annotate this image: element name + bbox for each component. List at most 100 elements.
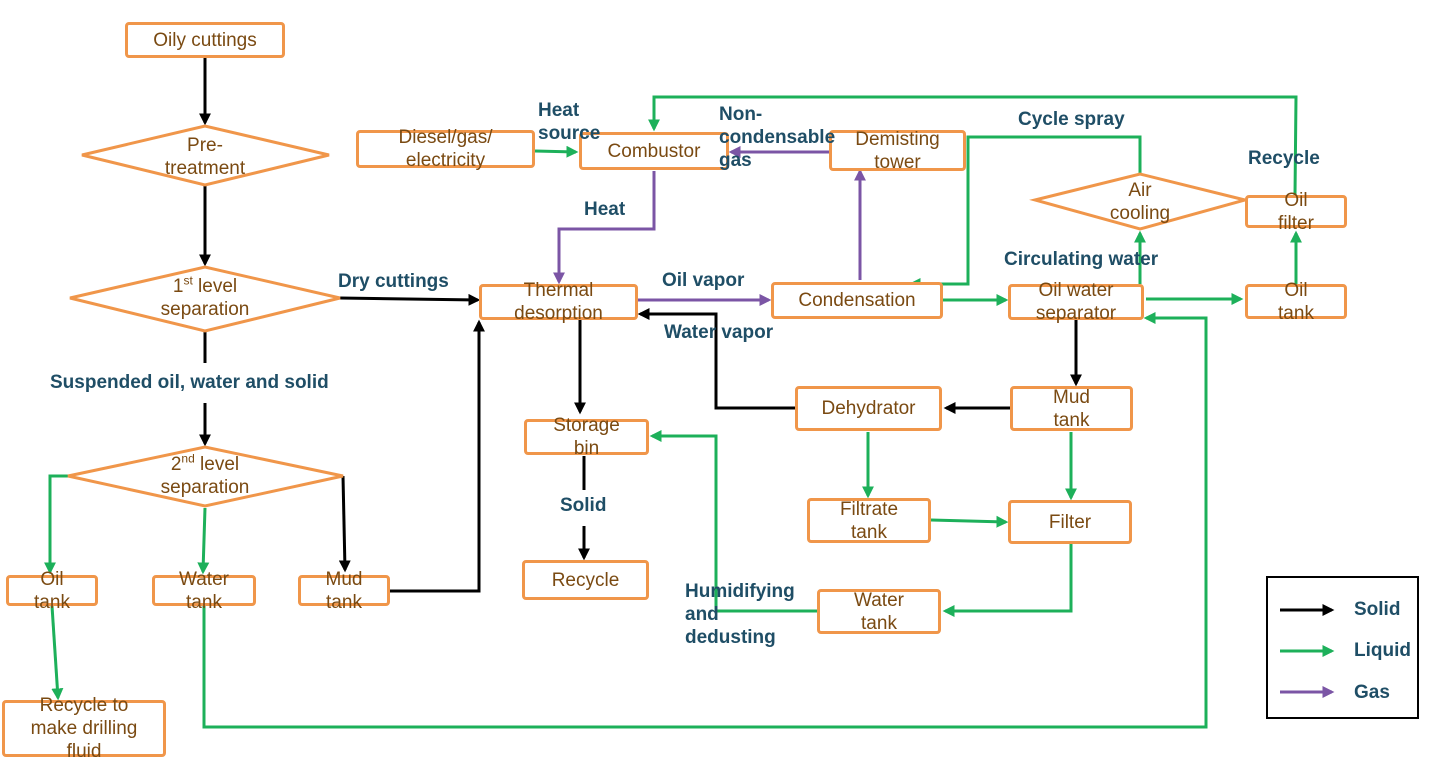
oil-tank-left-line1: Oil <box>40 568 64 590</box>
water-tank-right-line1: Water <box>854 589 904 611</box>
second-sep-num: 2 <box>170 454 182 475</box>
arrow-2nd-to-oiltank <box>44 474 76 575</box>
dehydrator-box: Dehydrator <box>795 386 942 431</box>
filtrate-line2: tank <box>851 521 887 543</box>
arrow-diesel-to-combustor <box>534 145 579 158</box>
diesel-line1: Diesel/gas/ <box>398 127 493 148</box>
air-cooling-text: Air cooling <box>1090 179 1190 225</box>
oil-tank-right-box: Oil tank <box>1245 280 1347 324</box>
oil-filter-box: Oil filter <box>1245 190 1347 234</box>
filter-text: Filter <box>1048 511 1092 533</box>
arrow-filtrate-to-filter <box>930 515 1009 528</box>
label-recycle: Recycle <box>1248 148 1320 169</box>
storage-bin-box: Storage bin <box>524 415 649 459</box>
condensation-box: Condensation <box>771 282 943 319</box>
second-sep-rest: level <box>194 454 240 475</box>
arrow-oilfilter-recycle-to-combustor <box>648 95 1298 196</box>
label-heat-source: Heat source <box>538 99 600 145</box>
water-tank-right-box: Water tank <box>817 589 941 634</box>
second-sep-line2: separation <box>160 477 250 498</box>
legend-liquid-label: Liquid <box>1354 640 1411 661</box>
oil-water-separator-box: Oil water separator <box>1008 280 1144 324</box>
oil-filter-line2: filter <box>1278 212 1314 234</box>
mud-tank-left-line2: tank <box>326 591 362 613</box>
combustor-text: Combustor <box>607 140 701 162</box>
first-sep-line2: separation <box>160 299 250 320</box>
pretreatment-line1: Pre- <box>187 135 223 156</box>
filter-box: Filter <box>1008 500 1132 544</box>
label-circulating-water: Circulating water <box>1004 249 1159 270</box>
pretreatment-text: Pre- treatment <box>145 134 265 180</box>
recycle-solid-box: Recycle <box>522 560 649 600</box>
first-sep-num: 1 <box>172 276 184 297</box>
arrow-watertank-to-storage <box>649 430 817 613</box>
mud-tank-right-box: Mud tank <box>1010 386 1133 431</box>
separator-line1: Oil water <box>1038 280 1114 301</box>
arrow-mud-to-thermal <box>390 319 485 593</box>
storage-line2: bin <box>573 438 600 459</box>
oily-cuttings-box: Oily cuttings <box>125 22 285 58</box>
second-separation-text: 2nd level separation <box>135 453 275 499</box>
air-cooling-line1: Air <box>1128 180 1152 201</box>
second-separation-diamond <box>67 445 344 508</box>
dehydrator-text: Dehydrator <box>821 398 916 419</box>
heat-source-line1: Heat <box>538 100 580 121</box>
condensation-text: Condensation <box>798 290 916 311</box>
arrow-cycle-spray-to-condensation <box>908 135 1142 290</box>
first-sep-rest: level <box>192 276 238 297</box>
oily-cuttings-text: Oily cuttings <box>153 29 257 51</box>
label-suspended: Suspended oil, water and solid <box>50 372 329 393</box>
thermal-line1: Thermal <box>523 280 594 301</box>
water-tank-left-line1: Water <box>179 568 229 590</box>
water-tank-left-line2: tank <box>186 591 222 613</box>
recycle-drilling-box: Recycle to make drilling fluid <box>2 695 166 762</box>
label-non-condensable: Non- condensable gas <box>719 103 835 172</box>
arrow-dehydrator-to-thermal <box>637 308 795 410</box>
arrow-watertank-loop-to-separator <box>202 312 1208 729</box>
filtrate-line1: Filtrate <box>839 498 899 520</box>
recycle-drilling-line1: Recycle to <box>39 695 129 716</box>
legend: Solid Liquid Gas <box>1266 576 1419 719</box>
non-condensable-line2: condensable <box>719 127 836 148</box>
humidifying-line3: dedusting <box>685 627 776 648</box>
water-tank-left-box: Water tank <box>152 569 256 613</box>
demisting-line1: Demisting <box>855 128 940 150</box>
legend-arrows <box>1280 604 1335 698</box>
oil-tank-right-line2: tank <box>1278 302 1314 324</box>
filtrate-tank-box: Filtrate tank <box>807 498 931 543</box>
pretreatment-line2: treatment <box>164 158 246 179</box>
label-solid: Solid <box>560 495 607 516</box>
label-water-vapor: Water vapor <box>664 322 774 343</box>
arrow-oiltank-to-recycle <box>50 605 64 701</box>
thermal-line2: desorption <box>514 303 603 324</box>
oil-filter-line1: Oil <box>1284 189 1308 211</box>
air-cooling-line2: cooling <box>1109 203 1171 224</box>
pretreatment-diamond <box>81 124 330 187</box>
diesel-box: Diesel/gas/ electricity <box>356 127 535 171</box>
demisting-tower-box: Demisting tower <box>829 128 966 173</box>
label-oil-vapor: Oil vapor <box>662 270 745 291</box>
arrow-2nd-to-mud <box>338 475 351 573</box>
non-condensable-line3: gas <box>719 150 752 171</box>
oil-tank-left-box: Oil tank <box>6 569 98 613</box>
arrow-1st-to-thermal <box>339 293 481 306</box>
mud-tank-left-box: Mud tank <box>298 569 390 613</box>
label-dry-cuttings: Dry cuttings <box>338 271 449 292</box>
label-humidifying: Humidifying and dedusting <box>685 580 795 649</box>
humidifying-line2: and <box>685 604 719 625</box>
mud-tank-left-line1: Mud <box>325 568 363 590</box>
humidifying-line1: Humidifying <box>685 581 795 602</box>
arrow-filter-to-watertank <box>942 544 1073 617</box>
mud-tank-right-line1: Mud <box>1053 386 1090 408</box>
legend-gas-label: Gas <box>1354 682 1390 703</box>
oil-tank-left-line2: tank <box>34 591 70 613</box>
water-tank-right-line2: tank <box>861 612 897 634</box>
first-separation-text: 1st level separation <box>135 275 275 321</box>
thermal-desorption-box: Thermal desorption <box>479 280 638 324</box>
oil-tank-right-line1: Oil <box>1284 279 1308 301</box>
label-cycle-spray: Cycle spray <box>1018 109 1125 130</box>
label-heat: Heat <box>584 199 626 220</box>
recycle-solid-text: Recycle <box>551 569 620 591</box>
legend-solid-label: Solid <box>1354 599 1401 620</box>
